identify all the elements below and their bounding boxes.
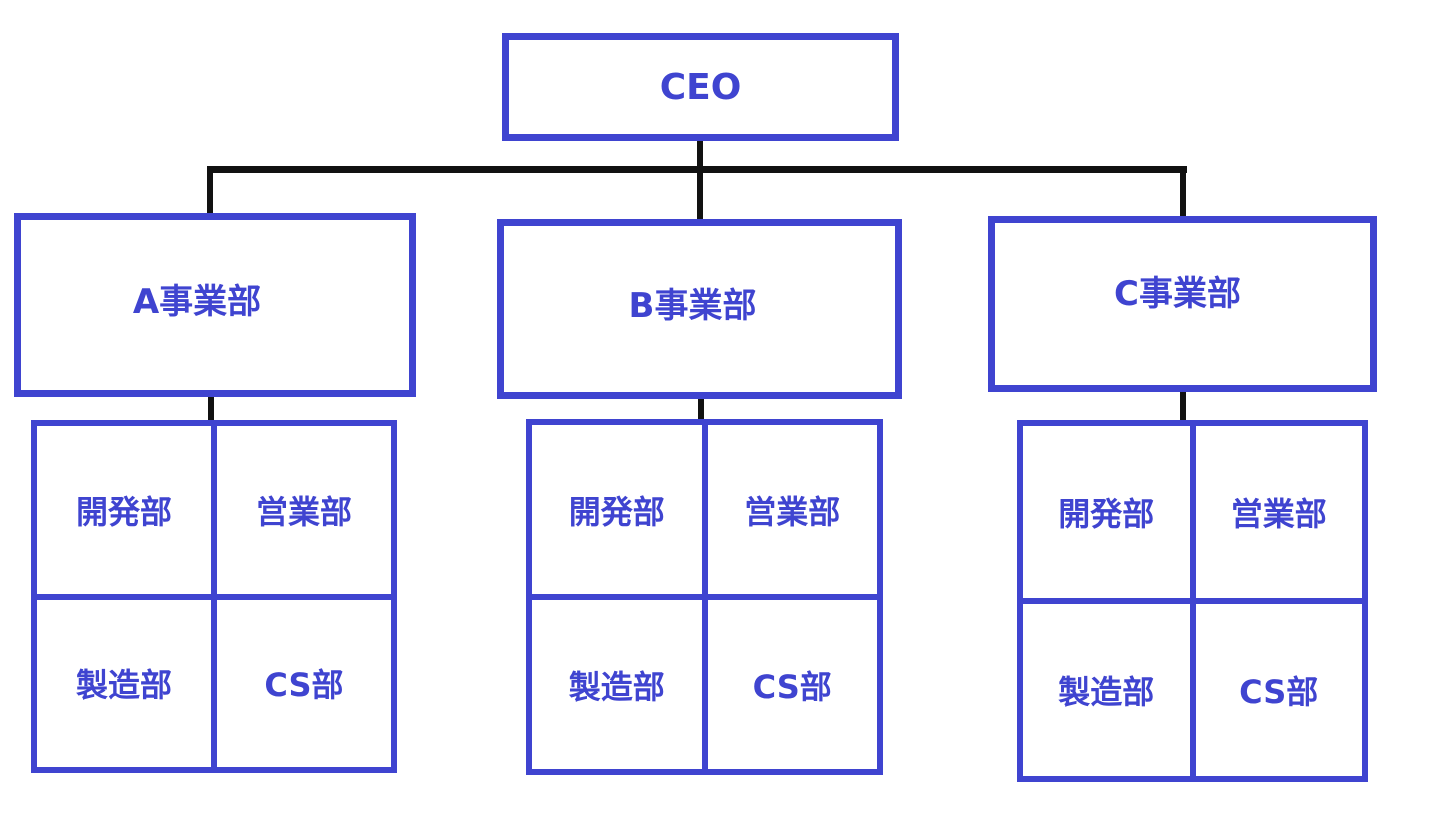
a-division-connector [207,170,213,216]
ceo-label: CEO [659,66,742,108]
division-box-b: B事業部 [497,219,902,399]
division-label-c: C事業部 [1114,273,1241,314]
department-development-b: 開発部 [532,425,705,597]
department-manufacturing-c: 製造部 [1023,601,1193,776]
horizontal-connector [207,166,1187,173]
department-cs-b: CS部 [704,597,877,769]
department-development-c: 開発部 [1023,426,1193,601]
department-sales-a: 営業部 [214,426,391,597]
b-departments-connector [698,397,704,421]
department-development-a: 開発部 [37,426,214,597]
ceo-down-connector [697,140,703,174]
department-sales-b: 営業部 [704,425,877,597]
division-box-a: A事業部 [14,213,416,397]
department-cs-a: CS部 [214,596,391,767]
division-box-c: C事業部 [988,216,1377,392]
c-division-connector [1180,170,1186,220]
division-label-a: A事業部 [132,281,262,322]
c-departments-connector [1180,390,1186,422]
department-manufacturing-b: 製造部 [532,597,705,769]
department-cs-c: CS部 [1192,601,1362,776]
department-grid-c: 開発部 営業部 製造部 CS部 [1017,420,1368,782]
division-label-b: B事業部 [628,285,757,326]
b-division-connector [697,170,703,222]
ceo-box: CEO [502,33,899,141]
a-departments-connector [208,394,214,424]
department-sales-c: 営業部 [1192,426,1362,601]
department-grid-a: 開発部 営業部 製造部 CS部 [31,420,397,773]
department-grid-b: 開発部 営業部 製造部 CS部 [526,419,883,775]
department-manufacturing-a: 製造部 [37,596,214,767]
